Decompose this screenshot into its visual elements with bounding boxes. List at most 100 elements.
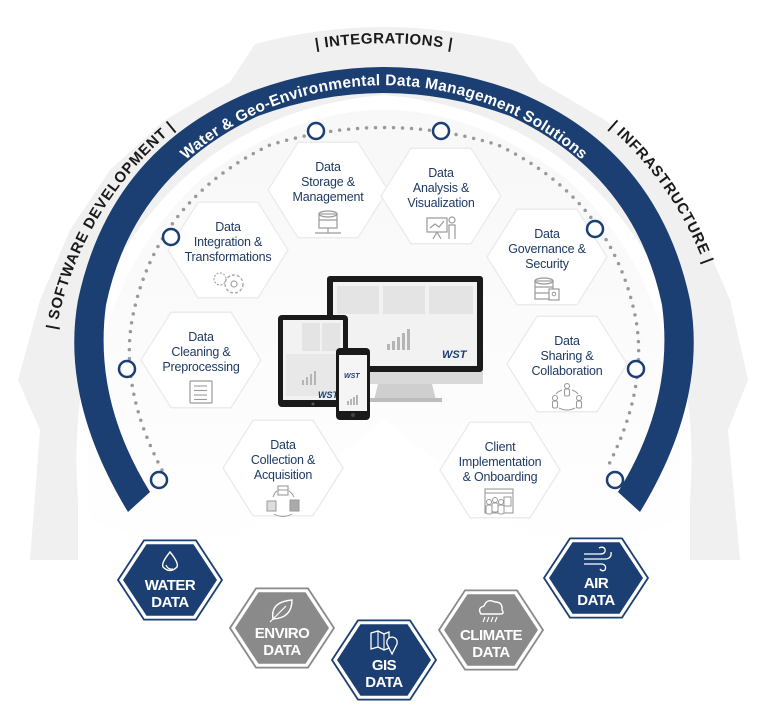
service-hex-sharing[interactable] bbox=[506, 315, 628, 413]
database-lock-icon bbox=[534, 277, 560, 301]
service-label-line: Data bbox=[188, 330, 214, 344]
badge-fill bbox=[444, 594, 538, 666]
node-circle-icon bbox=[431, 121, 451, 141]
badge-label-line: DATA bbox=[365, 674, 403, 691]
badge-label-line: AIR bbox=[583, 575, 609, 592]
wind-icon bbox=[584, 546, 612, 572]
service-label-line: Data bbox=[315, 160, 341, 174]
service-hexagons bbox=[140, 141, 628, 519]
map-pin-icon bbox=[370, 630, 398, 656]
service-label-line: Collection & bbox=[250, 453, 316, 467]
service-hex-collection[interactable] bbox=[222, 419, 344, 517]
monitor-logo: WST bbox=[442, 349, 468, 361]
service-label-line: Client bbox=[484, 440, 516, 454]
badge-fill bbox=[123, 544, 217, 616]
hexagon-shape bbox=[222, 419, 344, 517]
node-circle-icon bbox=[585, 219, 605, 239]
leaf-icon bbox=[269, 599, 293, 623]
service-label-line: & Onboarding bbox=[462, 470, 538, 484]
node-circle-icon bbox=[117, 359, 137, 379]
node-circles bbox=[117, 121, 646, 490]
phone-logo: WST bbox=[344, 373, 360, 380]
presentation-chart-icon bbox=[426, 216, 456, 240]
service-label-line: Governance & bbox=[508, 242, 586, 256]
document-list-icon bbox=[189, 380, 213, 404]
tablet: WST bbox=[278, 315, 348, 407]
service-hex-onboarding[interactable] bbox=[439, 421, 561, 519]
service-label-line: Data bbox=[428, 166, 454, 180]
node-circle-icon bbox=[161, 227, 181, 247]
badge-label-line: DATA bbox=[263, 642, 301, 659]
data-badge-climate[interactable] bbox=[437, 589, 545, 671]
service-label-line: Management bbox=[292, 190, 364, 204]
devices-illustration: WST WST WST bbox=[278, 276, 483, 420]
hexagon-shape bbox=[380, 147, 502, 245]
service-hex-integration[interactable] bbox=[167, 201, 289, 299]
integrations-textpath: | INTEGRATIONS | bbox=[314, 30, 454, 53]
rain-cloud-icon bbox=[478, 599, 504, 623]
outer-gear-ring bbox=[18, 27, 748, 560]
badge-label-line: ENVIRO bbox=[254, 625, 310, 642]
node-circle-icon bbox=[306, 121, 326, 141]
service-label-line: Collaboration bbox=[531, 364, 603, 378]
data-badge-water[interactable] bbox=[116, 539, 224, 621]
hexagon-shape bbox=[140, 311, 262, 409]
node-circle-icon bbox=[626, 359, 646, 379]
service-hex-cleaning[interactable] bbox=[140, 311, 262, 409]
badge-label-line: DATA bbox=[472, 644, 510, 661]
hexagon-shape bbox=[167, 201, 289, 299]
node-circle-icon bbox=[149, 470, 169, 490]
service-label-line: Integration & bbox=[193, 235, 263, 249]
badge-fill bbox=[549, 542, 643, 614]
badge-label-line: DATA bbox=[151, 594, 189, 611]
hexagon-shape bbox=[439, 421, 561, 519]
badge-label-line: GIS bbox=[371, 657, 397, 674]
data-badge-enviro[interactable] bbox=[228, 587, 336, 669]
water-drop-icon bbox=[161, 550, 179, 572]
service-label-line: Sharing & bbox=[540, 349, 594, 363]
service-label-line: Security bbox=[525, 257, 569, 271]
service-label-line: Transformations bbox=[184, 250, 272, 264]
integrations-label: | INTEGRATIONS | bbox=[314, 30, 455, 53]
service-hex-storage[interactable] bbox=[267, 141, 389, 239]
hexagon-shape bbox=[486, 208, 608, 306]
badge-fill bbox=[337, 624, 431, 696]
service-label-line: Implementation bbox=[458, 455, 542, 469]
service-label-line: Storage & bbox=[301, 175, 355, 189]
service-label-line: Data bbox=[554, 334, 580, 348]
badge-fill bbox=[235, 592, 329, 664]
badge-label-line: CLIMATE bbox=[459, 627, 523, 644]
service-label-line: Visualization bbox=[407, 196, 475, 210]
data-badge-gis[interactable] bbox=[330, 619, 438, 701]
service-label-line: Acquisition bbox=[253, 468, 313, 482]
database-server-icon bbox=[315, 210, 341, 234]
service-label-line: Data bbox=[270, 438, 296, 452]
badge-label-line: DATA bbox=[577, 592, 615, 609]
team-screen-icon bbox=[484, 488, 514, 515]
service-label-line: Analysis & bbox=[412, 181, 470, 195]
people-network-icon bbox=[551, 382, 583, 411]
tablet-logo: WST bbox=[318, 390, 339, 400]
data-cycle-icon bbox=[266, 485, 300, 517]
data-badge-air[interactable] bbox=[542, 537, 650, 619]
service-label-line: Preprocessing bbox=[162, 360, 240, 374]
gears-icon bbox=[213, 272, 244, 294]
hexagon-shape bbox=[267, 141, 389, 239]
service-hex-analysis[interactable] bbox=[380, 147, 502, 245]
node-circle-icon bbox=[605, 470, 625, 490]
hexagon-shape bbox=[506, 315, 628, 413]
service-hex-governance[interactable] bbox=[486, 208, 608, 306]
